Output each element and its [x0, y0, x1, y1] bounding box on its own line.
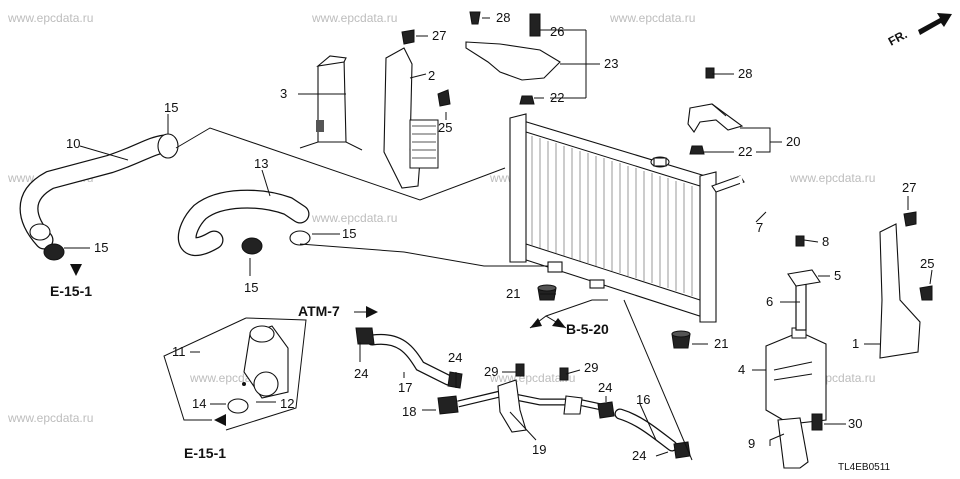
reserve-tank [299, 55, 363, 151]
part-number: 7 [756, 220, 763, 235]
tank-hose [787, 235, 821, 331]
part-number: 15 [342, 226, 356, 241]
arrow-down-icon [70, 264, 82, 276]
reference-atm7: ATM-7 [298, 303, 340, 319]
part-number: 28 [738, 66, 752, 81]
part-number: 11 [172, 344, 186, 359]
watermark: www.epcdata.ru [7, 11, 93, 25]
part-number: 21 [714, 336, 728, 351]
part-number: 17 [398, 380, 412, 395]
cross-references: E-15-1 E-15-1 ATM-7 B-5-20 [50, 283, 609, 461]
atf-hose [355, 327, 463, 389]
part-number: 24 [448, 350, 462, 365]
overflow-tube [738, 175, 800, 233]
watermark: www.epcdata.ru [609, 11, 695, 25]
front-arrow-icon [918, 13, 952, 35]
part-number: 3 [280, 86, 287, 101]
front-direction-indicator: FR. [886, 13, 952, 49]
watermark: www.epcdata.ru [789, 171, 875, 185]
arrow-left-icon [214, 414, 226, 426]
arrow-right-icon [366, 306, 378, 318]
arrow-up-icon [552, 318, 566, 328]
part-number: 19 [532, 442, 546, 457]
direction-label: FR. [886, 27, 910, 48]
reference-b520: B-5-20 [566, 321, 609, 337]
part-number: 15 [244, 280, 258, 295]
part-number: 15 [164, 100, 178, 115]
reference-e15-bottom: E-15-1 [184, 445, 226, 461]
part-number: 13 [254, 156, 268, 171]
part-number: 29 [584, 360, 598, 375]
top-bracket [465, 11, 561, 105]
grommet-upper [537, 284, 557, 301]
part-number: 10 [66, 136, 80, 151]
part-number: 30 [848, 416, 862, 431]
fan-shroud [383, 29, 451, 189]
part-numbers: 10 15 15 13 15 15 11 14 12 24 17 24 18 1… [66, 10, 934, 463]
grommet-lower [671, 330, 691, 349]
water-outlet [227, 325, 289, 414]
lower-radiator-hose [177, 189, 311, 256]
part-number: 28 [496, 10, 510, 25]
transmission-hose [614, 408, 691, 459]
arrow-up-icon [530, 318, 542, 328]
part-number: 24 [354, 366, 368, 381]
diagram-code: TL4EB0511 [838, 462, 891, 473]
part-number: 22 [738, 144, 752, 159]
part-number: 24 [632, 448, 646, 463]
reference-arrows [70, 264, 566, 426]
part-number: 22 [550, 90, 564, 105]
part-number: 5 [834, 268, 841, 283]
part-number: 12 [280, 396, 294, 411]
part-number: 2 [428, 68, 435, 83]
radiator [509, 113, 745, 323]
part-number: 27 [902, 180, 916, 195]
part-number: 9 [748, 436, 755, 451]
watermark: www.epcdata.ru [311, 211, 397, 225]
part-number: 8 [822, 234, 829, 249]
part-number: 15 [94, 240, 108, 255]
part-number: 18 [402, 404, 416, 419]
upper-radiator-hose [19, 133, 179, 261]
part-number: 4 [738, 362, 745, 377]
part-number: 23 [604, 56, 618, 71]
part-number: 21 [506, 286, 520, 301]
part-number: 20 [786, 134, 800, 149]
part-number: 14 [192, 396, 206, 411]
part-number: 24 [598, 380, 612, 395]
part-number: 27 [432, 28, 446, 43]
part-number: 25 [920, 256, 934, 271]
watermark: www.epcdata.ru [311, 11, 397, 25]
atf-pipe [437, 363, 615, 433]
side-air-guide [879, 211, 933, 359]
reference-e15-left: E-15-1 [50, 283, 92, 299]
upper-bracket [687, 67, 744, 155]
part-number: 29 [484, 364, 498, 379]
part-number: 26 [550, 24, 564, 39]
expansion-tank [765, 327, 827, 469]
part-number: 16 [636, 392, 650, 407]
part-number: 6 [766, 294, 773, 309]
watermark: www.epcdata.ru [7, 411, 93, 425]
part-number: 25 [438, 120, 452, 135]
part-number: 1 [852, 336, 859, 351]
